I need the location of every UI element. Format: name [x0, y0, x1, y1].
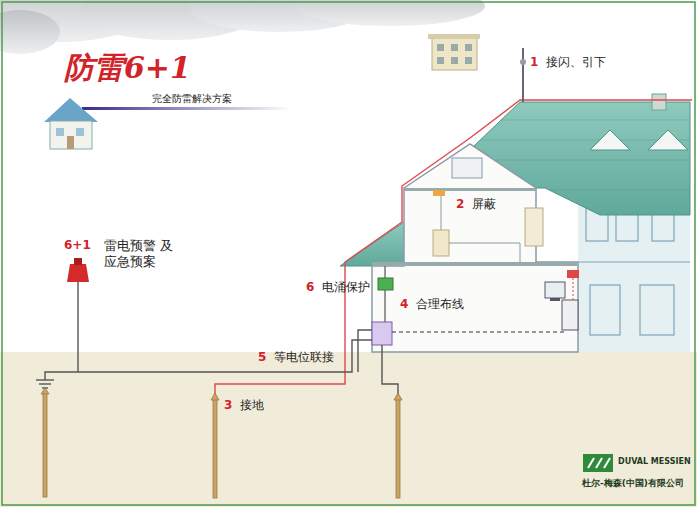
callout-number: 6	[306, 280, 314, 294]
callout-label: 接地	[240, 398, 264, 412]
callout-label: 合理布线	[416, 297, 464, 311]
callout-number: 6+1	[64, 238, 91, 252]
subtitle: 完全防雷解决方案	[152, 93, 232, 105]
callout-number: 4	[400, 297, 408, 311]
company-name: DUVAL MESSIEN	[618, 457, 691, 467]
callout-label: 接闪、引下	[546, 55, 606, 69]
callout-number: 3	[224, 398, 232, 412]
callout-number: 1	[530, 55, 538, 69]
callout-label: 屏蔽	[472, 197, 496, 211]
callout-label: 电涌保护	[322, 280, 370, 294]
company-name: 杜尔-梅森(中国)有限公司	[582, 478, 684, 489]
callout-number: 2	[456, 197, 464, 211]
callout-number: 5	[258, 350, 266, 364]
callout-label: 等电位联接	[274, 350, 334, 364]
title: 防雷6+1	[64, 50, 191, 86]
callout-label: 雷电预警 及应急预案	[104, 238, 174, 271]
